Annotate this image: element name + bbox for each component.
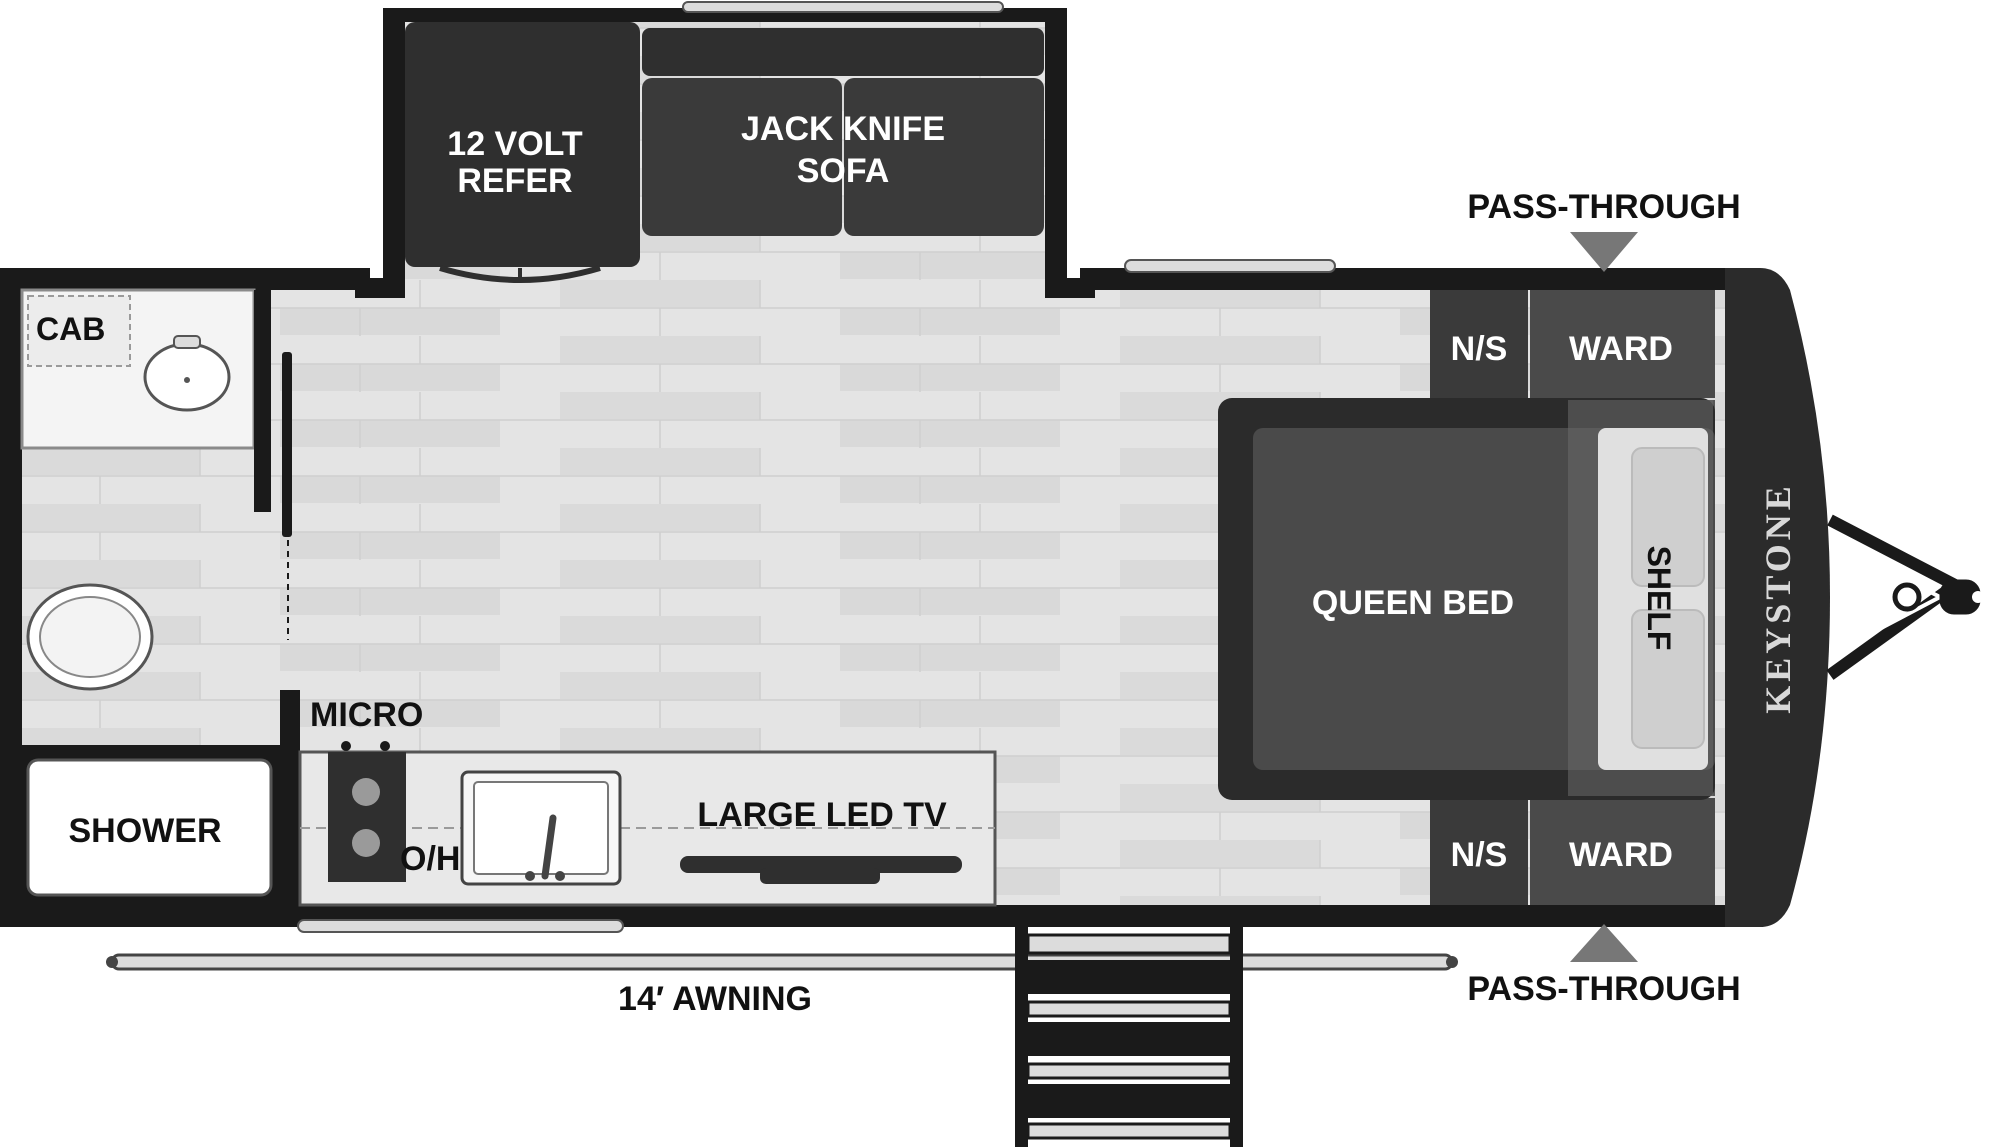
front-cap — [1725, 268, 1830, 927]
trailer-hitch — [1826, 514, 1984, 680]
wardrobe-top-label: WARD — [1569, 330, 1673, 368]
pass-through-top-label: PASS-THROUGH — [1467, 188, 1740, 226]
pass-through-bottom-label: PASS-THROUGH — [1467, 970, 1740, 1008]
brand-logo: KEYSTONE — [1758, 482, 1798, 713]
queen-bed-label: QUEEN BED — [1312, 584, 1514, 622]
nightstand-bottom — [1430, 798, 1528, 905]
pass-through-top-arrow — [1570, 232, 1638, 272]
pillow-bottom — [1631, 609, 1705, 749]
jack-knife-sofa: JACK KNIFE SOFA — [642, 28, 1044, 236]
tv-label: LARGE LED TV — [697, 796, 947, 834]
sofa-label-line1: JACK KNIFE — [741, 110, 945, 148]
bathroom-vanity: CAB — [20, 288, 256, 450]
top-window — [1124, 259, 1336, 273]
cab-label: CAB — [36, 311, 105, 347]
awning — [106, 953, 1458, 971]
refer-label-line2: REFER — [457, 162, 572, 200]
nightstand-bottom-label: N/S — [1451, 836, 1508, 874]
sofa-label-line2: SOFA — [797, 152, 890, 190]
cooktop — [328, 752, 406, 882]
kitchen-end-wall — [280, 690, 300, 905]
refrigerator: 12 VOLT REFER — [405, 22, 640, 283]
bedroom: N/S WARD N/S WARD QUEEN BED SHELF — [1218, 290, 1715, 905]
toilet — [26, 583, 154, 691]
pass-through-bottom-arrow — [1570, 924, 1638, 962]
refer-label-line1: 12 VOLT — [447, 125, 583, 163]
bath-partition-wall — [254, 290, 271, 512]
bath-door — [282, 352, 292, 537]
shower-label: SHOWER — [69, 812, 222, 850]
slide-top-rail — [682, 1, 1004, 13]
nightstand-top — [1430, 290, 1528, 398]
nightstand-top-label: N/S — [1451, 330, 1508, 368]
wardrobe-bottom-label: WARD — [1569, 836, 1673, 874]
pillow-top — [1631, 447, 1705, 587]
kitchen-counter: LARGE LED TV — [298, 741, 997, 907]
overhead-label: O/H — [400, 840, 460, 878]
led-tv — [680, 856, 962, 873]
shower: SHOWER — [22, 745, 280, 905]
shelf-label: SHELF — [1641, 546, 1677, 651]
entry-steps — [1015, 927, 1243, 1147]
wardrobe-bottom — [1530, 798, 1715, 905]
wardrobe-top — [1530, 290, 1715, 398]
micro-label: MICRO — [310, 696, 423, 734]
bottom-window — [297, 919, 624, 933]
awning-label: 14′ AWNING — [618, 980, 812, 1018]
